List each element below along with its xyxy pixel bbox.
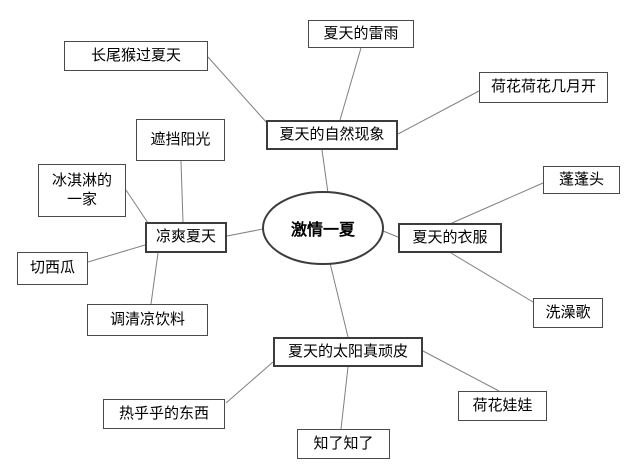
node-naughty-summer-sun: 夏天的太阳真顽皮 — [273, 337, 423, 367]
edge-sun-lotus-baby — [422, 350, 500, 392]
edge-center-cool — [226, 228, 264, 237]
node-long-tailed-monkey: 长尾猴过夏天 — [64, 41, 208, 71]
node-hot-things: 热乎乎的东西 — [103, 399, 225, 429]
edge-center-clothes — [382, 230, 399, 238]
node-center-topic: 激情一夏 — [290, 222, 355, 239]
node-fluffy-head: 蓬蓬头 — [543, 166, 620, 194]
node-summer-natural-phenomena: 夏天的自然现象 — [266, 120, 398, 150]
node-summer-thunderstorm: 夏天的雷雨 — [308, 20, 414, 48]
edge-clothes-fluffy — [451, 182, 544, 224]
node-lotus-bloom-month: 荷花荷花几月开 — [479, 72, 608, 103]
node-cicada-song: 知了知了 — [297, 429, 390, 459]
edge-cool-watermelon — [87, 244, 146, 263]
node-summer-clothes: 夏天的衣服 — [398, 223, 502, 253]
edge-sun-hot-things — [225, 361, 274, 404]
node-lotus-baby: 荷花娃娃 — [458, 391, 547, 421]
edge-cool-ice-cream — [125, 189, 149, 224]
node-cut-watermelon: 切西瓜 — [17, 252, 88, 285]
edge-center-sun — [329, 262, 349, 338]
edge-nature-thunder — [339, 47, 362, 121]
node-block-sunlight: 遮挡阳光 — [136, 119, 225, 161]
edge-cool-drinks — [150, 252, 159, 305]
edge-sun-cicada — [340, 366, 349, 430]
edge-center-nature — [321, 149, 329, 194]
edge-nature-lotus-bloom — [397, 90, 480, 135]
edge-clothes-bath-song — [450, 252, 534, 303]
node-ice-cream-family: 冰淇淋的一家 — [38, 164, 126, 217]
edge-cool-shade — [180, 160, 184, 223]
node-cool-summer: 凉爽夏天 — [145, 222, 227, 253]
center-ellipse — [262, 191, 384, 265]
edge-nature-monkey — [207, 56, 268, 124]
node-mix-cool-drinks: 调清凉饮料 — [87, 304, 208, 336]
node-bath-song: 洗澡歌 — [533, 298, 603, 328]
